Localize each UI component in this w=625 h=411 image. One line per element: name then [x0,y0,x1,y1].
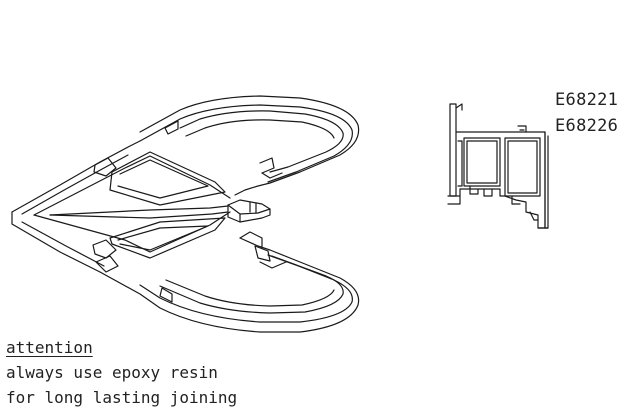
part-code-e68226: E68226 [555,116,619,136]
part-code-e68221: E68221 [555,90,619,110]
corner-joint-drawing [11,95,360,333]
note-title: attention [6,338,93,357]
note-line-2: for long lasting joining [6,388,238,407]
profile-section-drawing [447,103,549,229]
note-line-1: always use epoxy resin [6,363,218,382]
